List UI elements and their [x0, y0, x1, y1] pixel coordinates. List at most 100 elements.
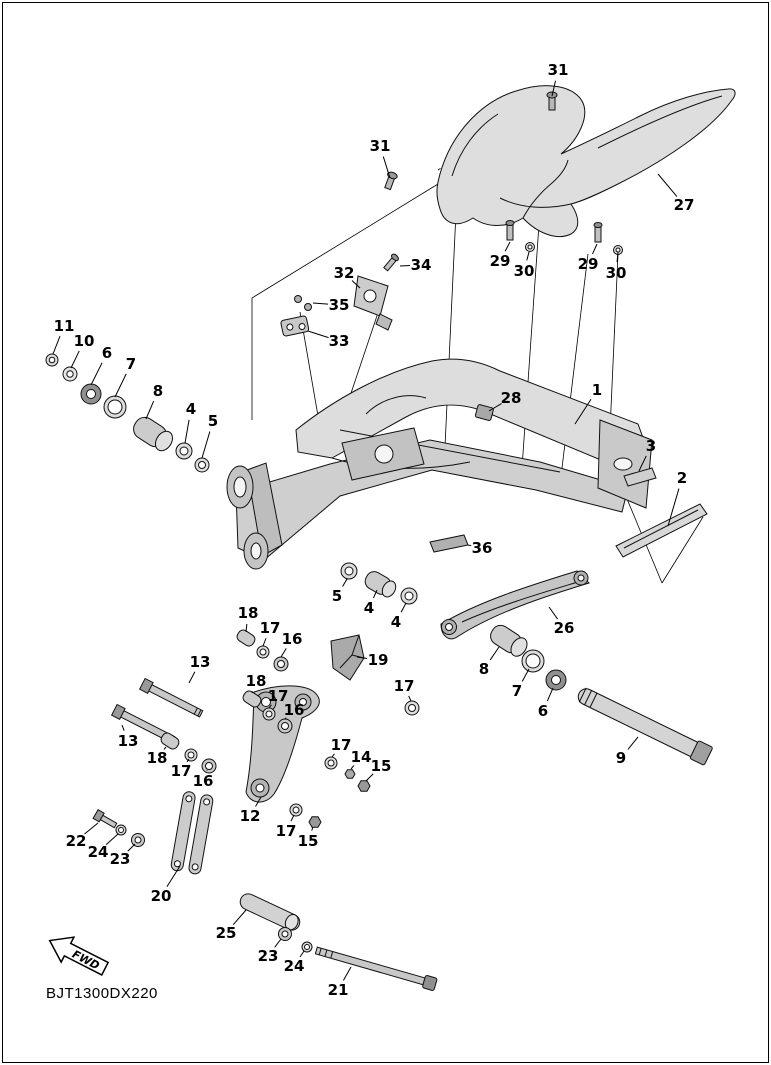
leader-line-27: [657, 173, 678, 197]
leader-line-30: [616, 251, 619, 263]
leader-line-25: [232, 909, 247, 926]
callout-2: 2: [677, 469, 687, 487]
callout-20: 20: [151, 887, 172, 905]
leader-line-32: [351, 280, 361, 289]
chain-guard: [436, 85, 736, 238]
leader-line-8: [489, 646, 500, 661]
leader-line-15: [365, 773, 374, 782]
leader-line-35: [312, 302, 329, 305]
callout-6: 6: [538, 702, 548, 720]
leader-line-31: [551, 80, 557, 97]
leader-line-4: [184, 419, 190, 444]
chain-guide-block: [330, 634, 365, 681]
leader-line-16: [284, 717, 287, 720]
callout-16: 16: [193, 772, 214, 790]
callout-19: 19: [368, 651, 389, 669]
leader-line-6: [546, 687, 554, 702]
callout-4: 4: [364, 599, 374, 617]
callout-28: 28: [501, 389, 522, 407]
callout-5: 5: [332, 587, 342, 605]
callout-35: 35: [329, 296, 350, 314]
leader-line-5: [342, 578, 348, 587]
leader-line-13: [121, 724, 125, 731]
callout-17: 17: [394, 677, 415, 695]
leader-line-6: [90, 362, 103, 386]
callout-24: 24: [88, 843, 109, 861]
pivot-seal-train-right: [490, 624, 567, 691]
leader-line-9: [627, 736, 639, 750]
leader-line-18: [245, 623, 248, 633]
callout-29: 29: [490, 252, 511, 270]
leader-line-17: [262, 638, 267, 647]
leader-line-26: [548, 606, 559, 620]
hose-clamp: [280, 315, 310, 337]
leader-line-30: [526, 251, 530, 261]
callout-22: 22: [66, 832, 87, 850]
leader-line-10: [70, 350, 80, 369]
link-collar: [239, 893, 301, 931]
leader-line-17: [331, 753, 335, 758]
callout-30: 30: [514, 262, 535, 280]
leader-line-29: [592, 243, 598, 255]
callout-10: 10: [74, 332, 95, 350]
callout-7: 7: [126, 355, 136, 373]
pivot-seal-train-left: [45, 353, 210, 473]
callout-32: 32: [334, 264, 355, 282]
callout-6: 6: [102, 344, 112, 362]
guard-mount-bolt-left: [505, 220, 535, 252]
callout-17: 17: [276, 822, 297, 840]
leader-line-18: [251, 691, 253, 694]
leader-line-36: [467, 544, 472, 547]
leader-line-7: [521, 668, 530, 682]
callout-26: 26: [554, 619, 575, 637]
swingarm: [226, 358, 653, 570]
callout-33: 33: [329, 332, 350, 350]
stand-bracket: [353, 253, 399, 331]
leader-line-17: [290, 814, 295, 822]
callout-17: 17: [268, 687, 289, 705]
callout-4: 4: [391, 613, 401, 631]
diagram-code: BJT1300DX220: [46, 985, 158, 1002]
leader-line-17: [408, 695, 412, 702]
callout-4: 4: [186, 400, 196, 418]
seal-guard-plate: [429, 534, 469, 553]
leader-line-22: [84, 822, 99, 835]
leader-line-4: [373, 589, 378, 599]
callout-23: 23: [110, 850, 131, 868]
callout-27: 27: [674, 196, 695, 214]
leader-line-3: [638, 455, 647, 472]
callout-5: 5: [208, 412, 218, 430]
callout-9: 9: [616, 749, 626, 767]
callout-12: 12: [240, 807, 261, 825]
leader-line-31: [382, 156, 391, 179]
guard-bolt-left: [384, 171, 398, 191]
callout-13: 13: [190, 653, 211, 671]
collar-set-2: [242, 690, 293, 734]
callout-36: 36: [472, 539, 493, 557]
leader-line-19: [356, 656, 368, 659]
leader-line-17: [268, 704, 272, 709]
leader-line-11: [52, 336, 61, 355]
leader-line-21: [342, 966, 352, 981]
fwd-arrow-shape: [48, 936, 110, 976]
callout-7: 7: [512, 682, 522, 700]
clamp-screws: [294, 295, 312, 311]
callout-18: 18: [238, 604, 259, 622]
callout-30: 30: [606, 264, 627, 282]
adjust-plate: [615, 503, 708, 558]
leader-line-17: [186, 758, 190, 763]
callout-17: 17: [171, 762, 192, 780]
callout-11: 11: [54, 317, 75, 335]
guard-mount-bolt-right: [593, 222, 623, 255]
callout-18: 18: [246, 672, 267, 690]
leader-line-14: [350, 765, 355, 770]
leader-line-2: [667, 488, 680, 527]
callout-13: 13: [118, 732, 139, 750]
callout-14: 14: [351, 748, 372, 766]
callout-24: 24: [284, 957, 305, 975]
leader-line-24: [299, 950, 305, 958]
leader-line-20: [166, 865, 181, 887]
leader-line-15: [311, 826, 314, 831]
leader-line-5: [201, 431, 211, 459]
